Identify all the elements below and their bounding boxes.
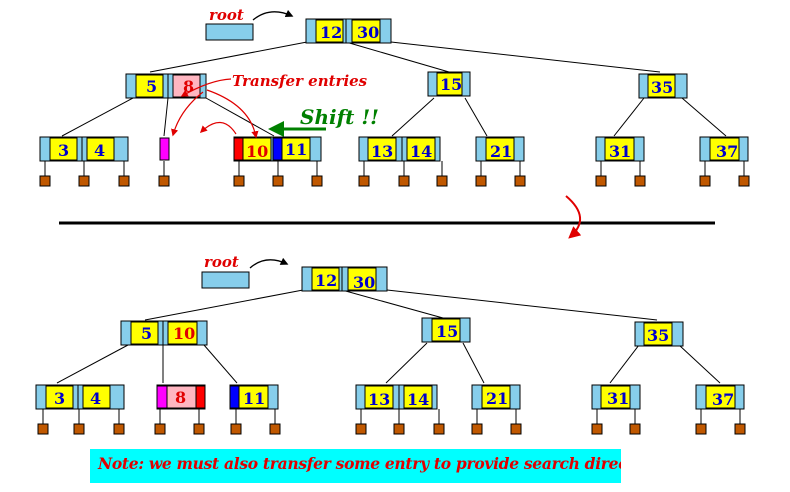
- key: 14: [407, 390, 429, 409]
- internal-node: 35: [638, 73, 688, 99]
- curved-arrow-icon: [252, 9, 294, 21]
- key: 4: [94, 141, 105, 160]
- leaf-node: 21: [471, 384, 521, 410]
- key: 14: [410, 142, 432, 161]
- root-pointer-box: [205, 23, 254, 41]
- key: 30: [357, 23, 379, 42]
- leaf-node: 37: [695, 384, 745, 410]
- leaf-node: 31: [595, 136, 645, 162]
- root-label: root: [209, 6, 244, 24]
- key: 35: [647, 326, 669, 345]
- key-moved: 8: [175, 388, 186, 407]
- leaf-node: 3 4: [35, 384, 125, 410]
- leaf-node: 21: [475, 136, 525, 162]
- key: 13: [368, 390, 390, 409]
- leaf-node: 8: [156, 384, 206, 410]
- curved-arrow-icon: [249, 257, 289, 269]
- key: 3: [54, 389, 65, 408]
- tree-after: root 12 30 5 10 15 35: [35, 253, 746, 435]
- edges-after: [42, 289, 741, 424]
- internal-node: 35: [634, 321, 684, 347]
- note-text: Note: we must also transfer some entry t…: [98, 454, 621, 473]
- key-moved: 8: [183, 77, 194, 96]
- edges-before: [44, 41, 745, 176]
- leaf-node: 13 14: [355, 384, 438, 410]
- key-moved: 10: [246, 142, 268, 161]
- key: 15: [440, 75, 462, 94]
- key: 37: [712, 390, 734, 409]
- key: 11: [243, 389, 265, 408]
- key: 21: [486, 389, 508, 408]
- key: 5: [141, 324, 152, 343]
- key-moved: 10: [173, 324, 195, 343]
- key: 30: [353, 273, 375, 292]
- key: 31: [609, 142, 631, 161]
- rotate-arrow-icon: [565, 195, 582, 239]
- root-label: root: [204, 253, 239, 271]
- key: 15: [436, 322, 458, 341]
- leaf-node: 10 11: [233, 136, 322, 162]
- leaf-node: 31: [591, 384, 641, 410]
- key: 12: [320, 23, 342, 42]
- internal-node: 15: [421, 317, 471, 343]
- shift-arrow-icon: [268, 121, 326, 137]
- key: 13: [371, 142, 393, 161]
- key: 37: [716, 142, 738, 161]
- transfer-label: Transfer entries: [232, 72, 368, 90]
- key: 11: [285, 140, 307, 159]
- key: 31: [607, 389, 629, 408]
- leaf-node: 11: [229, 384, 279, 410]
- key: 4: [90, 389, 101, 408]
- transfer-arrows: [171, 78, 259, 139]
- shift-label: Shift !!: [300, 105, 379, 129]
- leaf-node-empty: [159, 137, 170, 161]
- key: 35: [651, 78, 673, 97]
- note-box: Note: we must also transfer some entry t…: [90, 449, 621, 483]
- internal-node: 5 10: [120, 320, 208, 346]
- key: 3: [58, 141, 69, 160]
- leaf-pointers: [37, 423, 746, 435]
- leaf-node: 13 14: [358, 136, 441, 162]
- leaf-node: 3 4: [39, 136, 129, 162]
- internal-node: 15: [427, 71, 471, 97]
- root-node: 12 30: [301, 266, 388, 292]
- internal-node: 5 8: [125, 73, 207, 99]
- leaf-pointers: [39, 175, 750, 187]
- root-node: 12 30: [305, 18, 392, 44]
- key: 12: [315, 271, 337, 290]
- key: 21: [490, 142, 512, 161]
- root-pointer-box: [201, 271, 250, 289]
- leaf-node: 37: [699, 136, 749, 162]
- tree-before: root 12 30 5 8 15 35: [39, 6, 750, 187]
- key: 5: [146, 77, 157, 96]
